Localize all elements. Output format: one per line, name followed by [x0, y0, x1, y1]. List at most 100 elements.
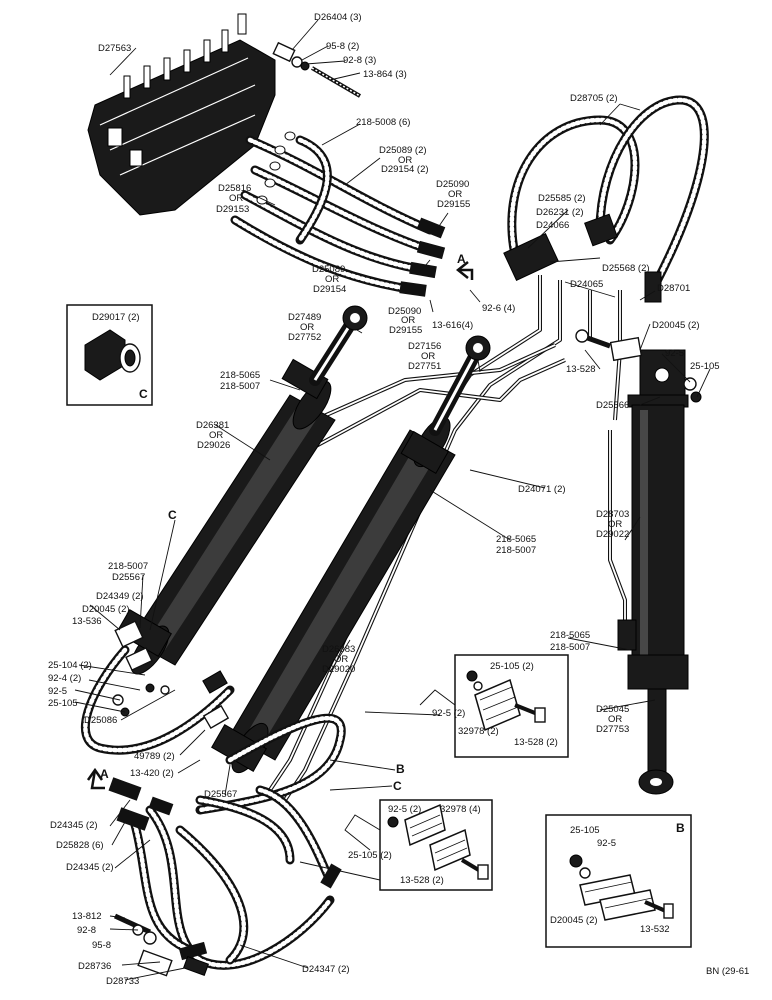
label-or: OR — [608, 714, 622, 725]
label-b-mid: B — [396, 762, 405, 776]
label-25-105-b: 25-105 — [570, 825, 600, 836]
label-d20045-l: D20045 (2) — [82, 604, 130, 615]
label-13-420: 13-420 (2) — [130, 768, 174, 779]
label-92-8-b: 92-8 — [77, 925, 96, 936]
label-218-5065-a: 218-5065 — [220, 370, 260, 381]
label-13-532: 13-532 — [640, 924, 670, 935]
label-d25566: D25566 — [596, 400, 629, 411]
left-cylinder — [116, 305, 368, 675]
label-218-5008: 218-5008 (6) — [356, 117, 410, 128]
label-d25086: D25086 — [84, 715, 117, 726]
label-d29020: D29020 — [322, 664, 355, 675]
part-labels: D26404 (3) D27563 95-8 (2) 92-8 (3) 13-8… — [48, 12, 749, 987]
label-or: OR — [229, 193, 243, 204]
label-or: OR — [325, 274, 339, 285]
label-d25567-a: D25567 — [112, 572, 145, 583]
label-d25045: D25045 — [596, 704, 629, 715]
label-d27489: D27489 — [288, 312, 321, 323]
label-218-5007-d: 218-5007 — [550, 642, 590, 653]
label-218-5007-b: 218-5007 — [496, 545, 536, 556]
label-d28736: D28736 — [78, 961, 111, 972]
label-d28705: D28705 (2) — [570, 93, 618, 104]
label-92-5-2-b: 92-5 (2) — [388, 804, 421, 815]
label-d26383: D26383 — [322, 644, 355, 655]
label-inset-c: C — [139, 387, 148, 401]
label-d27563: D27563 — [98, 43, 131, 54]
inset-clamp-b — [344, 799, 493, 891]
label-or: OR — [300, 322, 314, 333]
label-d27752: D27752 — [288, 332, 321, 343]
lower-hoses — [80, 645, 346, 970]
label-d24345-b: D24345 (2) — [66, 862, 114, 873]
leader-lines — [74, 19, 711, 981]
label-d24071: D24071 (2) — [518, 484, 566, 495]
label-d25816: D25816 — [218, 183, 251, 194]
label-95-8: 95-8 (2) — [326, 41, 359, 52]
valve-hoses — [230, 131, 446, 297]
label-d24349: D24349 (2) — [96, 591, 144, 602]
label-or: OR — [608, 519, 622, 530]
label-d24345-a: D24345 (2) — [50, 820, 98, 831]
label-d29022: D29022 — [596, 529, 629, 540]
label-92-5-2: 92-5 (2) — [432, 708, 465, 719]
label-32978-2: 32978 (2) — [458, 726, 499, 737]
label-d27156: D27156 — [408, 341, 441, 352]
label-32978-4: 32978 (4) — [440, 804, 481, 815]
label-d25585: D25585 (2) — [538, 193, 586, 204]
view-arrow-a-top — [455, 261, 474, 280]
label-d26231: D26231 (2) — [536, 207, 584, 218]
drawing-number: BN (29-61 — [706, 966, 749, 977]
label-inset-b: B — [676, 821, 685, 835]
label-d27753: D27753 — [596, 724, 629, 735]
label-13-536: 13-536 — [72, 616, 102, 627]
label-92-5-l: 92-5 — [48, 686, 67, 697]
inset-c — [66, 304, 153, 406]
control-valve — [87, 13, 276, 216]
label-d29155-b: D29155 — [389, 325, 422, 336]
label-25-104: 25-104 (2) — [48, 660, 92, 671]
label-d25828: D25828 (6) — [56, 840, 104, 851]
label-92-5-r: 92-5 — [665, 348, 684, 359]
label-92-5-b: 92-5 — [597, 838, 616, 849]
right-bracket — [575, 329, 702, 403]
right-cylinder — [617, 349, 689, 795]
label-c-left: C — [168, 508, 177, 522]
label-92-4: 92-4 (2) — [48, 673, 81, 684]
label-d29017: D29017 (2) — [92, 312, 140, 323]
label-95-8-b: 95-8 — [92, 940, 111, 951]
label-or: OR — [209, 430, 223, 441]
inset-b — [545, 814, 692, 948]
label-13-528-2-b: 13-528 (2) — [400, 875, 444, 886]
view-arrow-a-bottom — [86, 767, 105, 790]
label-d28703: D28703 — [596, 509, 629, 520]
label-218-5065-b: 218-5065 — [496, 534, 536, 545]
label-d26381: D26381 — [196, 420, 229, 431]
label-d27751: D27751 — [408, 361, 441, 372]
label-92-8: 92-8 (3) — [343, 55, 376, 66]
label-or: OR — [448, 189, 462, 200]
label-or: OR — [398, 155, 412, 166]
inset-clamp-a — [364, 654, 569, 758]
label-d24065: D24065 — [570, 279, 603, 290]
upper-hose-loops — [503, 95, 709, 303]
label-d28733: D28733 — [106, 976, 139, 987]
tube-clamps — [112, 620, 230, 730]
label-25-105-2: 25-105 (2) — [490, 661, 534, 672]
label-view-a-top: A — [457, 252, 466, 266]
label-d25089-2: D25089 (2) — [379, 145, 427, 156]
label-13-528-2: 13-528 (2) — [514, 737, 558, 748]
label-view-a-bottom: A — [100, 767, 109, 781]
label-or: OR — [401, 315, 415, 326]
label-d29026: D29026 — [197, 440, 230, 451]
label-d26404: D26404 (3) — [314, 12, 362, 23]
label-or: OR — [421, 351, 435, 362]
label-218-5065-c: 218-5065 — [550, 630, 590, 641]
label-25-105-l: 25-105 — [48, 698, 78, 709]
label-d25090: D25090 — [436, 179, 469, 190]
label-25-105-r: 25-105 — [690, 361, 720, 372]
label-49789: 49789 (2) — [134, 751, 175, 762]
label-218-5007-c: 218-5007 — [108, 561, 148, 572]
label-d25090-b: D25090 — [388, 306, 421, 317]
label-13-528-r: 13-528 — [566, 364, 596, 375]
